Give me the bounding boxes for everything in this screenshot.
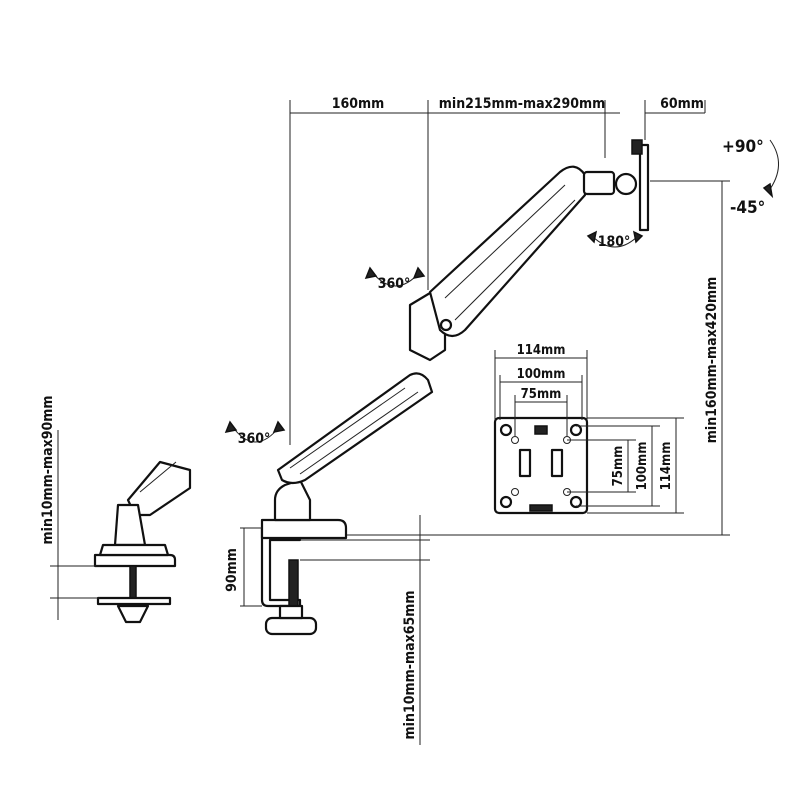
vesa-inner-label: 75mm (521, 387, 562, 402)
dim-height-range: min160mm-max420mm (704, 277, 720, 443)
rotation-marker-head (586, 230, 644, 248)
rotation-elbow-label: 360° (378, 276, 411, 292)
dim-arm-base-span: 160mm (332, 96, 385, 112)
rotation-head-label: 180° (598, 234, 631, 250)
vesa-outer-label: 114mm (517, 343, 566, 358)
base-post (273, 478, 312, 522)
top-dimension-lines (289, 100, 706, 445)
clamp-knob (264, 616, 318, 636)
vesa-middle-label: 100mm (517, 367, 566, 382)
rotation-base-label: 360° (238, 431, 271, 447)
vesa-v-outer-label: 114mm (659, 442, 674, 491)
rotation-marker-elbow (364, 266, 426, 287)
vesa-dimension-lines (494, 350, 684, 514)
vesa-v-inner-label: 75mm (611, 446, 626, 487)
elbow-pivot (439, 318, 453, 332)
vesa-v-middle-label: 100mm (635, 442, 650, 491)
base-plate (260, 518, 348, 540)
tilt-arrow-icon (762, 182, 774, 199)
dim-clamp-height: 90mm (224, 548, 240, 592)
vesa-plate-drawing (493, 416, 589, 515)
monitor-arm-drawing (260, 139, 650, 636)
dim-grommet-thickness: min10mm-max90mm (40, 396, 56, 545)
vesa-plate-side (638, 143, 650, 232)
lower-arm (276, 372, 434, 485)
dim-arm-extension: min215mm-max290mm (439, 96, 605, 112)
height-dimension-lines (345, 180, 730, 536)
grommet-dimension-lines (50, 430, 100, 620)
tilt-up-label: +90° (722, 137, 764, 157)
dim-head-offset: 60mm (660, 96, 704, 112)
rotation-marker-base (224, 420, 286, 443)
grommet-mount-drawing (93, 460, 192, 624)
clamp-dimension-lines (240, 515, 430, 745)
tilt-down-label: -45° (730, 198, 765, 218)
dim-desk-thickness: min10mm-max65mm (402, 591, 418, 740)
tilt-head (582, 170, 616, 196)
upper-arm (428, 165, 587, 338)
